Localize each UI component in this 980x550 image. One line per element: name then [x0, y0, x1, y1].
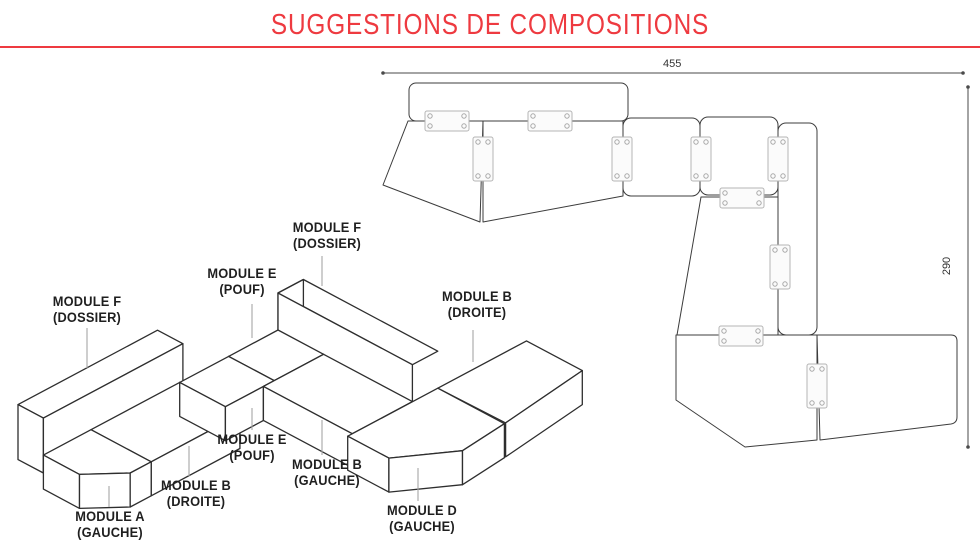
plan-module-b-droite-left — [482, 120, 624, 223]
title-underline — [0, 46, 980, 48]
iso-label-module-d-gauche: MODULE D (GAUCHE) — [387, 503, 457, 534]
iso-module-b-gauche — [262, 353, 414, 469]
iso-label-module-f-dossier-corner: MODULE F (DOSSIER) — [292, 220, 362, 251]
label-leader-lines — [86, 256, 474, 507]
plan-width-dimension: 455 — [663, 58, 682, 70]
iso-module-b-droite-right — [437, 340, 583, 458]
plan-module-d-gauche — [675, 334, 818, 448]
iso-label-module-b-gauche: MODULE B (GAUCHE) — [292, 457, 362, 488]
iso-module-a-gauche — [42, 429, 152, 510]
iso-module-e-pouf-front — [179, 355, 275, 442]
plan-module-e-pouf-1 — [622, 117, 701, 197]
iso-label-module-b-droite-right: MODULE B (DROITE) — [442, 289, 512, 320]
iso-module-d-gauche — [347, 387, 506, 493]
plan-module-e-pouf-2 — [699, 116, 779, 196]
iso-label-module-e-pouf-front: MODULE E (POUF) — [217, 432, 287, 463]
iso-label-module-a-gauche: MODULE A (GAUCHE) — [75, 509, 145, 540]
plan-view — [381, 71, 970, 449]
plan-module-a-gauche — [382, 120, 484, 223]
iso-label-module-f-dossier-left: MODULE F (DOSSIER) — [52, 294, 122, 325]
plan-module-b-gauche — [676, 196, 779, 336]
plan-height-dimension: 290 — [941, 256, 954, 276]
iso-label-module-e-pouf-rear: MODULE E (POUF) — [207, 266, 277, 297]
dimension-lines — [381, 71, 970, 449]
iso-label-module-b-droite-left: MODULE B (DROITE) — [161, 478, 231, 509]
page-title: SUGGESTIONS DE COMPOSITIONS — [270, 9, 710, 41]
isometric-view — [17, 256, 583, 510]
plan-module-b-droite-right — [816, 334, 958, 441]
